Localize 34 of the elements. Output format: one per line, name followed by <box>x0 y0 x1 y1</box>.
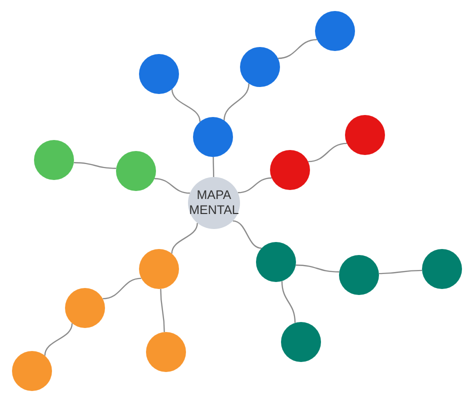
branch-circle <box>34 140 74 180</box>
connector-line <box>224 84 250 120</box>
branch-circle <box>139 54 179 94</box>
connector-line <box>160 288 165 332</box>
connector-line <box>308 142 347 162</box>
connector-line <box>154 178 190 194</box>
topic-circle <box>188 177 240 229</box>
branch-circle <box>345 115 385 155</box>
branch-circle <box>256 242 296 282</box>
branch-circle <box>12 351 52 391</box>
branch-circle <box>339 255 379 295</box>
branch-circle <box>65 288 105 328</box>
connector-line <box>102 278 142 300</box>
connector-line <box>238 177 272 194</box>
connector-line <box>74 162 116 169</box>
connector-line <box>212 157 214 177</box>
branch-circle <box>240 47 280 87</box>
branch-circle <box>281 322 321 362</box>
branch-circle <box>422 249 462 289</box>
branch-circle <box>116 151 156 191</box>
branch-circle <box>139 249 179 289</box>
branch-circle <box>315 11 355 51</box>
connector-line <box>281 281 296 323</box>
branch-circle <box>146 332 186 372</box>
topic-label: MAPA MENTAL <box>188 188 240 218</box>
connector-line <box>378 270 422 274</box>
connector-line <box>44 323 73 356</box>
branch-circle <box>193 117 233 157</box>
connector-line <box>171 89 201 122</box>
connector-line <box>232 220 262 249</box>
connector-line <box>278 39 318 59</box>
connector-line <box>171 222 198 254</box>
connector-line <box>296 264 340 272</box>
branch-circle <box>270 150 310 190</box>
